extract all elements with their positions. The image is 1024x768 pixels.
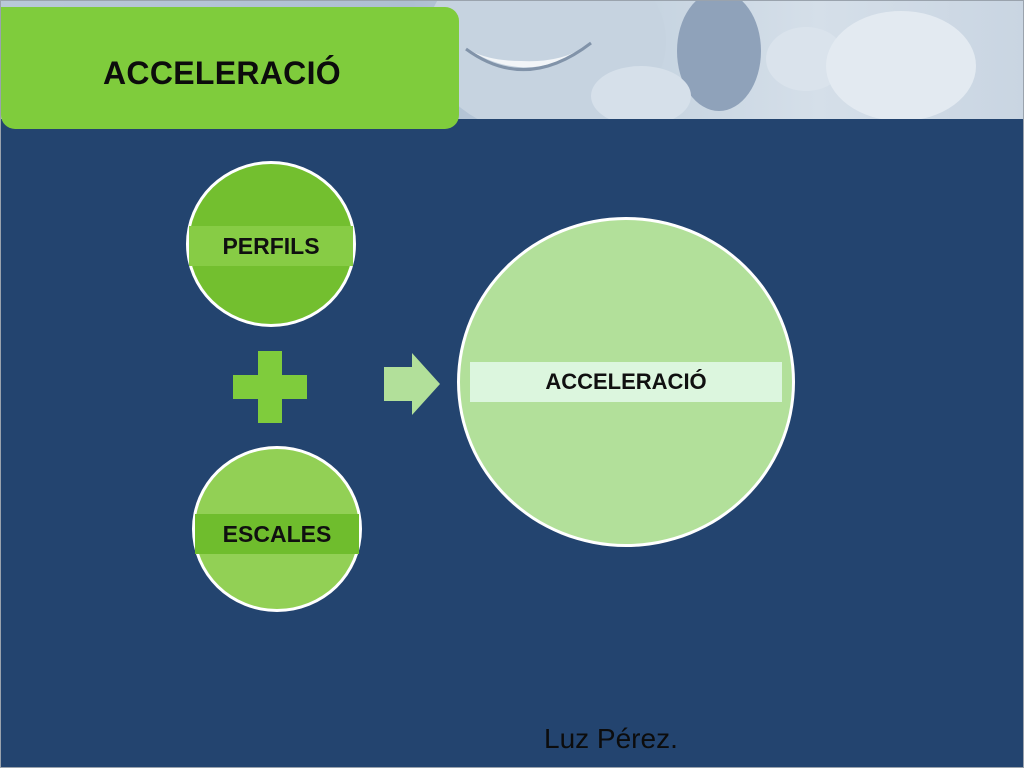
perfils-label: PERFILS: [189, 226, 353, 266]
acceleracio-circle: ACCELERACIÓ: [457, 217, 795, 547]
perfils-circle: PERFILS: [186, 161, 356, 327]
photo-image: [426, 1, 976, 119]
author-name: Luz Pérez.: [544, 723, 678, 754]
slide-title: ACCELERACIÓ: [103, 55, 341, 91]
arrow-right-icon: [384, 353, 440, 415]
acceleracio-label: ACCELERACIÓ: [470, 362, 782, 402]
escales-label: ESCALES: [195, 514, 359, 554]
plus-icon: [233, 351, 307, 423]
title-box: ACCELERACIÓ: [1, 7, 459, 129]
escales-circle: ESCALES: [192, 446, 362, 612]
